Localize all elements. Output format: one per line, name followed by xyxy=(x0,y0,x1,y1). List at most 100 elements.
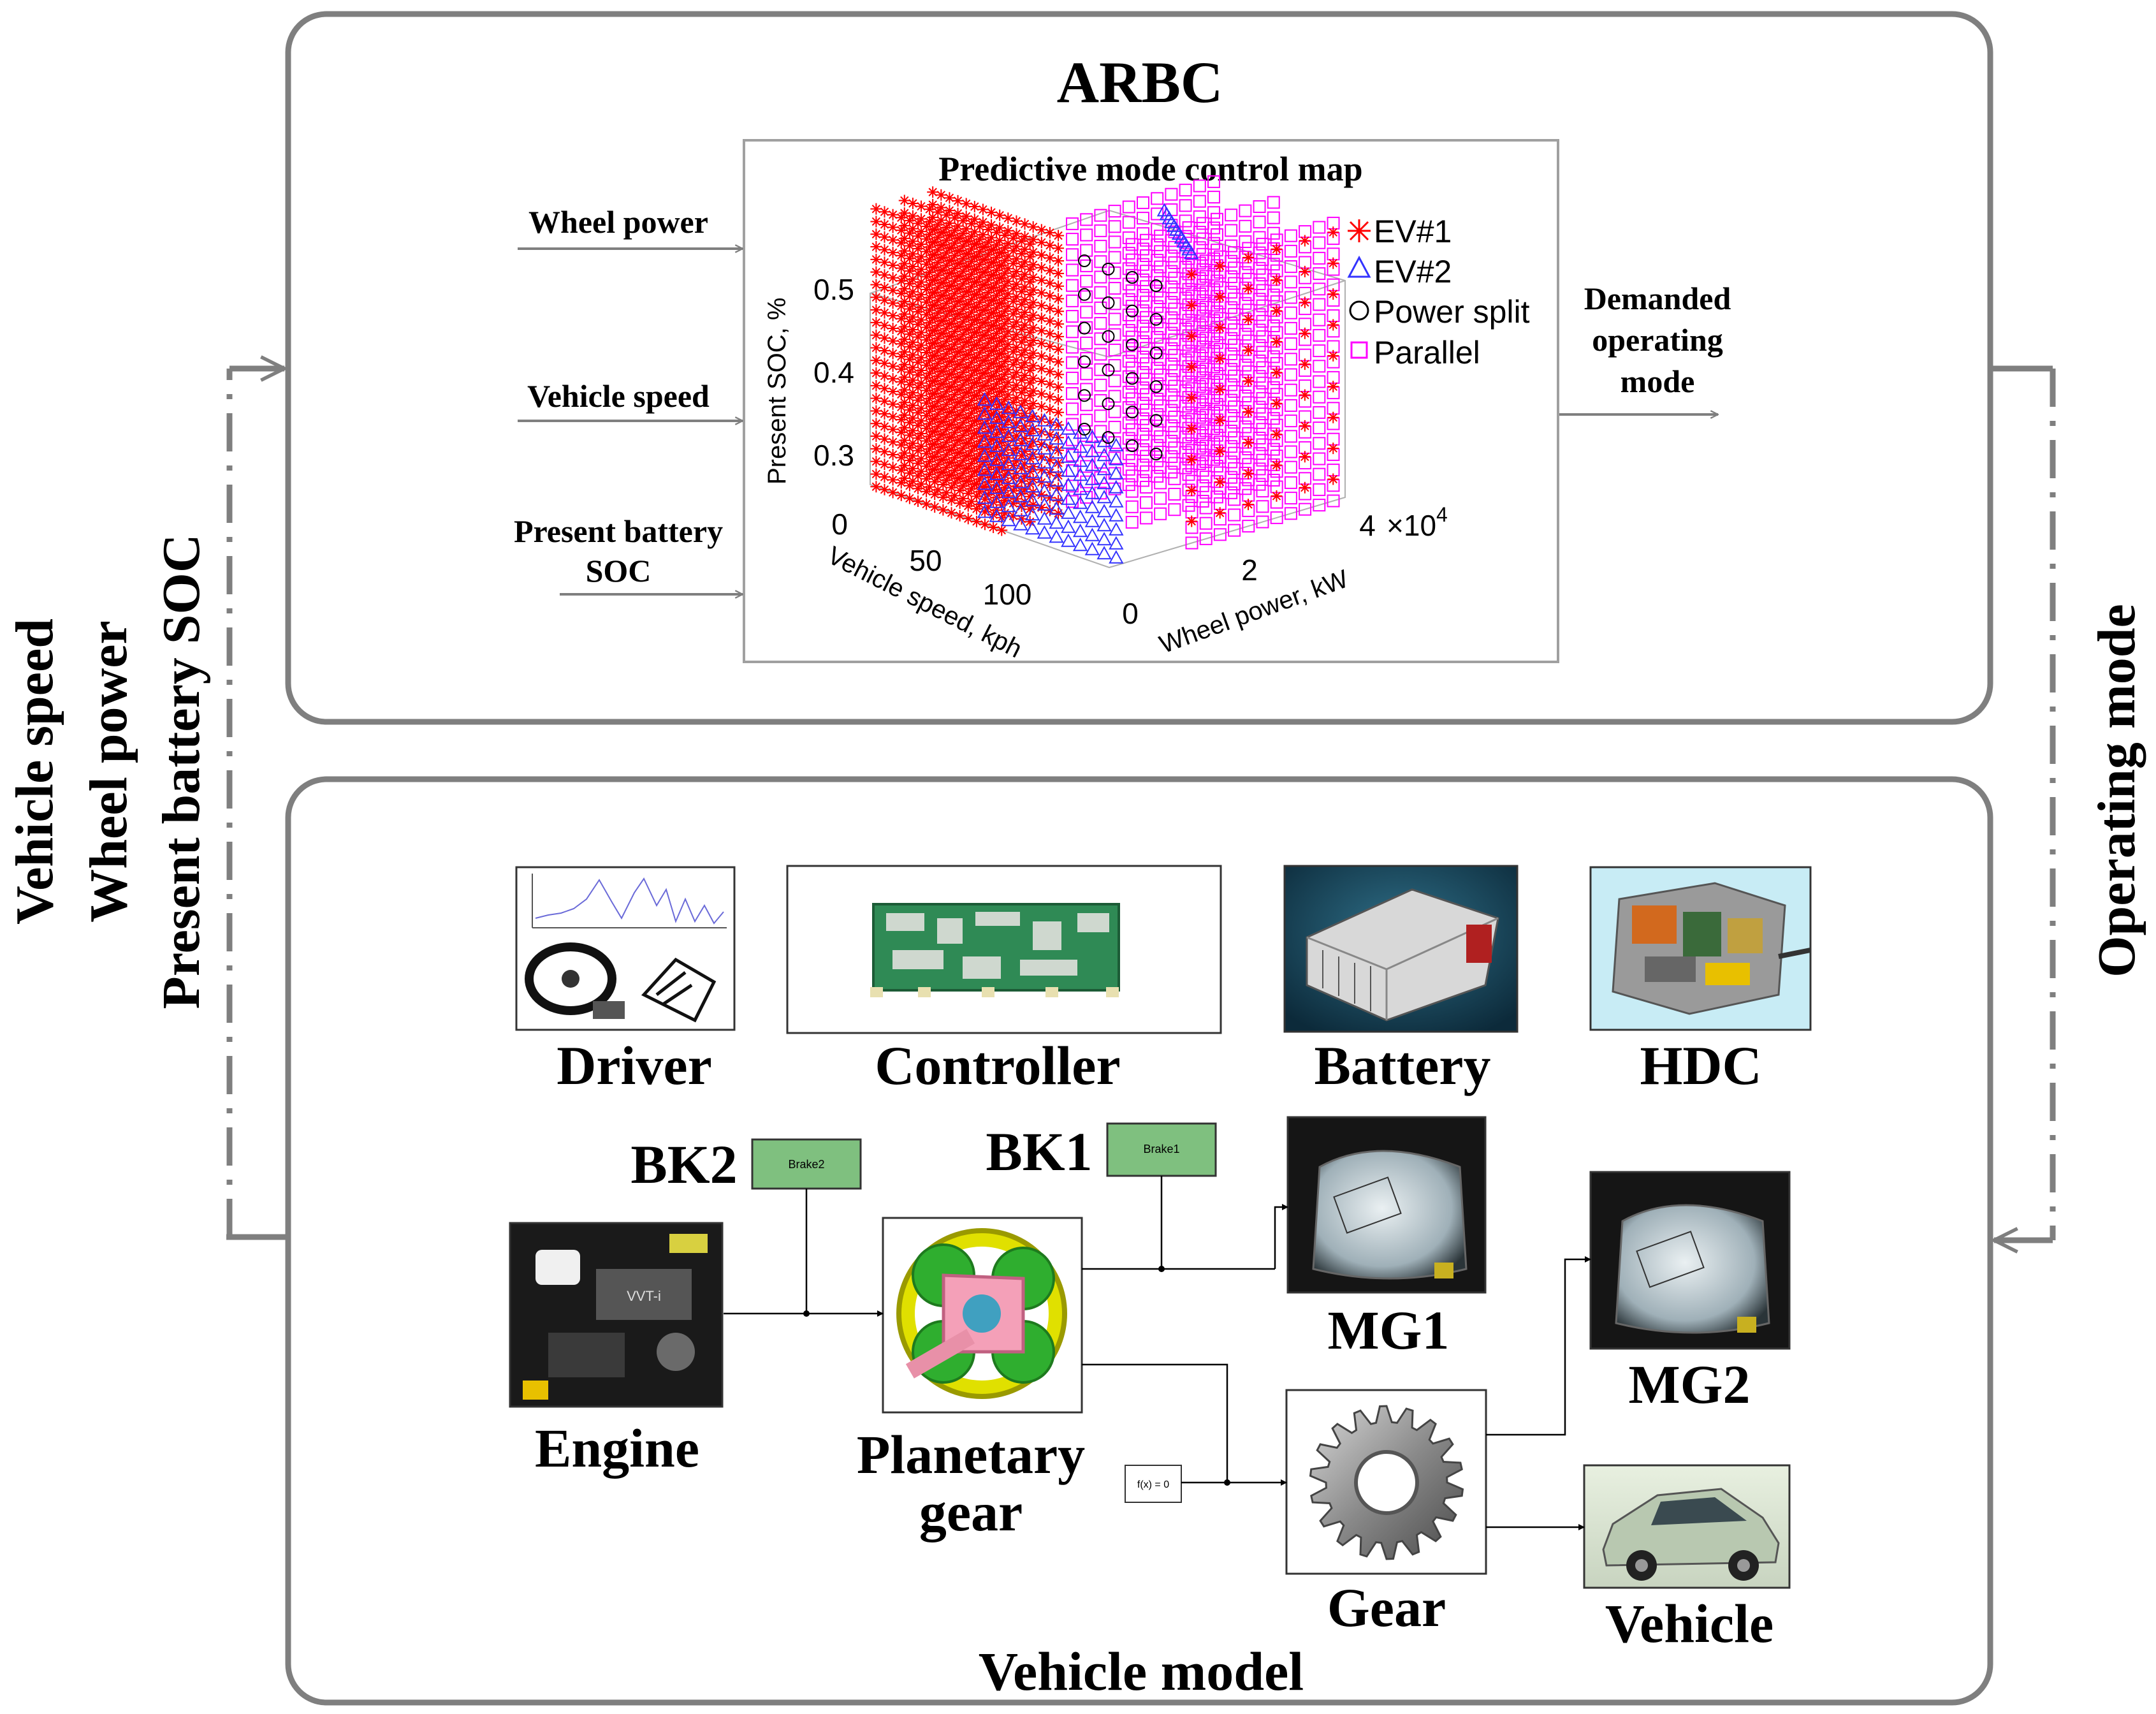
map-point xyxy=(1214,353,1226,365)
map-point xyxy=(912,268,924,280)
planetary-label-line2: gear xyxy=(919,1481,1023,1542)
map-point xyxy=(968,352,980,364)
map-point xyxy=(1007,358,1019,370)
map-point xyxy=(932,319,944,332)
map-point xyxy=(1256,469,1269,482)
map-point xyxy=(1007,472,1019,484)
map-point xyxy=(945,292,958,304)
map-point xyxy=(915,289,928,301)
map-point xyxy=(1156,203,1172,217)
map-point xyxy=(870,241,882,253)
map-point xyxy=(957,291,969,303)
map-point xyxy=(962,235,974,247)
map-point xyxy=(915,326,928,339)
map-point xyxy=(973,499,986,510)
map-point xyxy=(989,466,1005,480)
map-point xyxy=(1186,423,1198,435)
map-point xyxy=(996,284,1008,297)
map-point xyxy=(957,354,969,366)
legend-ev2-marker xyxy=(1347,255,1371,278)
map-point xyxy=(1002,288,1014,300)
map-point xyxy=(1271,397,1283,409)
map-point xyxy=(1078,355,1091,369)
map-point xyxy=(935,429,947,441)
vehicle-model-title: Vehicle model xyxy=(979,1641,1304,1702)
map-point xyxy=(954,396,966,408)
map-point xyxy=(1214,445,1226,457)
map-point xyxy=(927,451,939,464)
map-point xyxy=(960,362,972,374)
map-point xyxy=(870,418,882,430)
map-point xyxy=(986,383,998,395)
map-point xyxy=(1168,272,1181,285)
map-point xyxy=(929,476,941,488)
map-point xyxy=(957,442,969,454)
map-point xyxy=(999,242,1011,254)
map-point xyxy=(940,399,952,411)
map-point xyxy=(1094,409,1107,423)
map-point xyxy=(1044,277,1056,289)
map-point xyxy=(1001,400,1016,414)
map-point xyxy=(979,392,991,404)
map-point xyxy=(1027,398,1039,410)
map-point xyxy=(912,217,924,230)
map-point xyxy=(970,364,982,376)
map-point xyxy=(977,229,989,241)
battery-label: Battery xyxy=(1315,1035,1491,1096)
map-point xyxy=(943,444,956,457)
controller-label: Controller xyxy=(875,1035,1120,1096)
map-point xyxy=(887,487,899,499)
map-point xyxy=(1027,233,1039,245)
map-point xyxy=(965,445,977,457)
map-point xyxy=(979,304,991,316)
map-point xyxy=(1019,445,1031,457)
map-point xyxy=(1125,253,1139,267)
map-point xyxy=(1137,227,1149,240)
map-point xyxy=(1049,431,1064,445)
map-point xyxy=(878,458,891,471)
x-tick-100: 100 xyxy=(983,578,1032,611)
map-point xyxy=(943,217,956,229)
map-point xyxy=(887,448,899,460)
map-point xyxy=(927,388,939,400)
map-point xyxy=(986,396,998,408)
map-point xyxy=(912,331,924,343)
map-point xyxy=(949,300,961,312)
map-point xyxy=(970,440,982,452)
map-point xyxy=(1016,475,1028,487)
map-point xyxy=(1002,351,1014,363)
map-point xyxy=(1168,503,1181,516)
map-point xyxy=(1080,383,1093,396)
map-point xyxy=(1035,249,1047,261)
map-point xyxy=(927,400,939,413)
map-point xyxy=(927,464,939,476)
map-point xyxy=(970,490,982,502)
map-point xyxy=(898,270,910,282)
map-point xyxy=(1024,493,1040,507)
map-point xyxy=(940,423,952,436)
map-point xyxy=(907,311,919,323)
map-point xyxy=(1149,448,1163,460)
map-point xyxy=(973,486,986,498)
map-point xyxy=(952,270,964,282)
map-point xyxy=(912,420,924,432)
map-point xyxy=(924,216,936,228)
map-point xyxy=(977,456,989,468)
map-point xyxy=(1016,247,1028,260)
map-point xyxy=(1044,315,1056,327)
map-point xyxy=(1154,275,1167,289)
map-point xyxy=(887,360,899,372)
map-point xyxy=(937,491,949,503)
map-point xyxy=(1327,381,1339,393)
brake2-block[interactable] xyxy=(751,1138,862,1190)
map-point xyxy=(943,457,956,469)
map-point xyxy=(1186,268,1198,281)
map-point xyxy=(1007,384,1019,396)
map-point xyxy=(1080,398,1093,411)
map-point xyxy=(994,424,1006,436)
map-point xyxy=(1013,404,1028,418)
map-point xyxy=(960,274,972,286)
y-tick-2: 2 xyxy=(1241,553,1258,587)
map-point xyxy=(1024,377,1036,389)
fx-solver-block[interactable] xyxy=(1125,1465,1182,1503)
